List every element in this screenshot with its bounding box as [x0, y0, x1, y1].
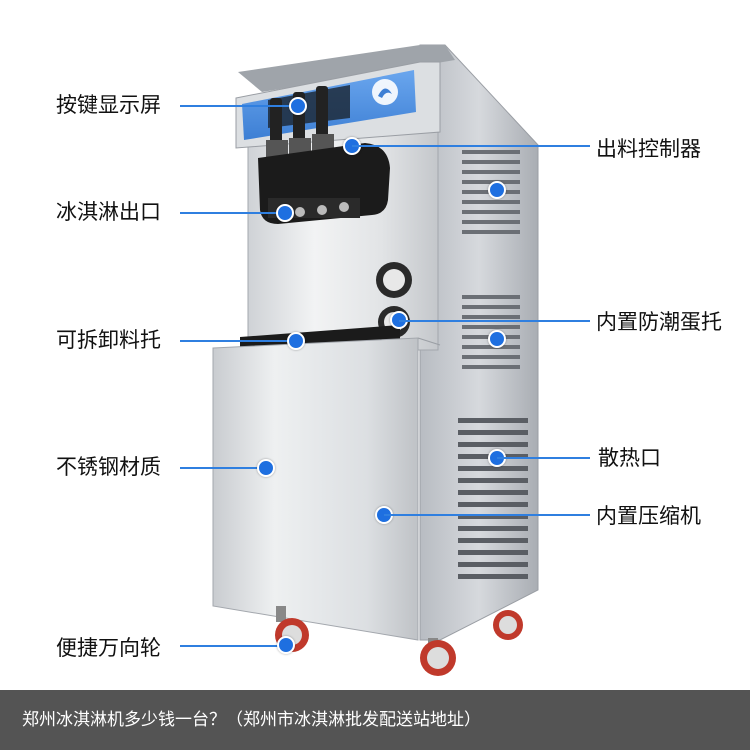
leader-cone-holder [399, 320, 590, 322]
marker-casters [277, 636, 295, 654]
label-cone-holder: 内置防潮蛋托 [596, 310, 722, 334]
leader-drip-tray [180, 340, 296, 342]
product-image-area: 按键显示屏 冰淇淋出口 可拆卸料托 不锈钢材质 便捷万向轮 出料控制器 内置防潮… [56, 44, 722, 676]
leader-outlet-control [352, 145, 590, 147]
label-key-display: 按键显示屏 [56, 93, 161, 117]
caption-bar: 郑州冰淇淋机多少钱一台？（郑州市冰淇淋批发配送站地址） [0, 690, 750, 750]
leader-stainless [180, 467, 266, 469]
marker-cone-holder-side [488, 330, 506, 348]
lower-cabinet [212, 337, 419, 641]
label-drip-tray: 可拆卸料托 [56, 328, 161, 352]
marker-stainless [257, 459, 275, 477]
leader-key-display [180, 105, 298, 107]
leader-compressor [384, 514, 590, 516]
label-compressor: 内置压缩机 [596, 504, 701, 528]
marker-drip-tray [287, 332, 305, 350]
marker-key-display [289, 97, 307, 115]
marker-dispense-nozzle [276, 204, 294, 222]
leader-vent [497, 457, 590, 459]
leader-dispense-nozzle [180, 212, 285, 214]
machine-top [238, 45, 455, 92]
marker-side-upper [488, 181, 506, 199]
label-outlet-control: 出料控制器 [596, 137, 701, 161]
caption-text: 郑州冰淇淋机多少钱一台？（郑州市冰淇淋批发配送站地址） [22, 710, 481, 730]
ice-cream-machine-illustration [212, 44, 539, 676]
label-vent: 散热口 [598, 446, 661, 470]
label-casters: 便捷万向轮 [56, 636, 161, 660]
label-dispense-nozzle: 冰淇淋出口 [56, 200, 161, 224]
leader-casters [180, 645, 286, 647]
label-stainless: 不锈钢材质 [56, 455, 161, 479]
